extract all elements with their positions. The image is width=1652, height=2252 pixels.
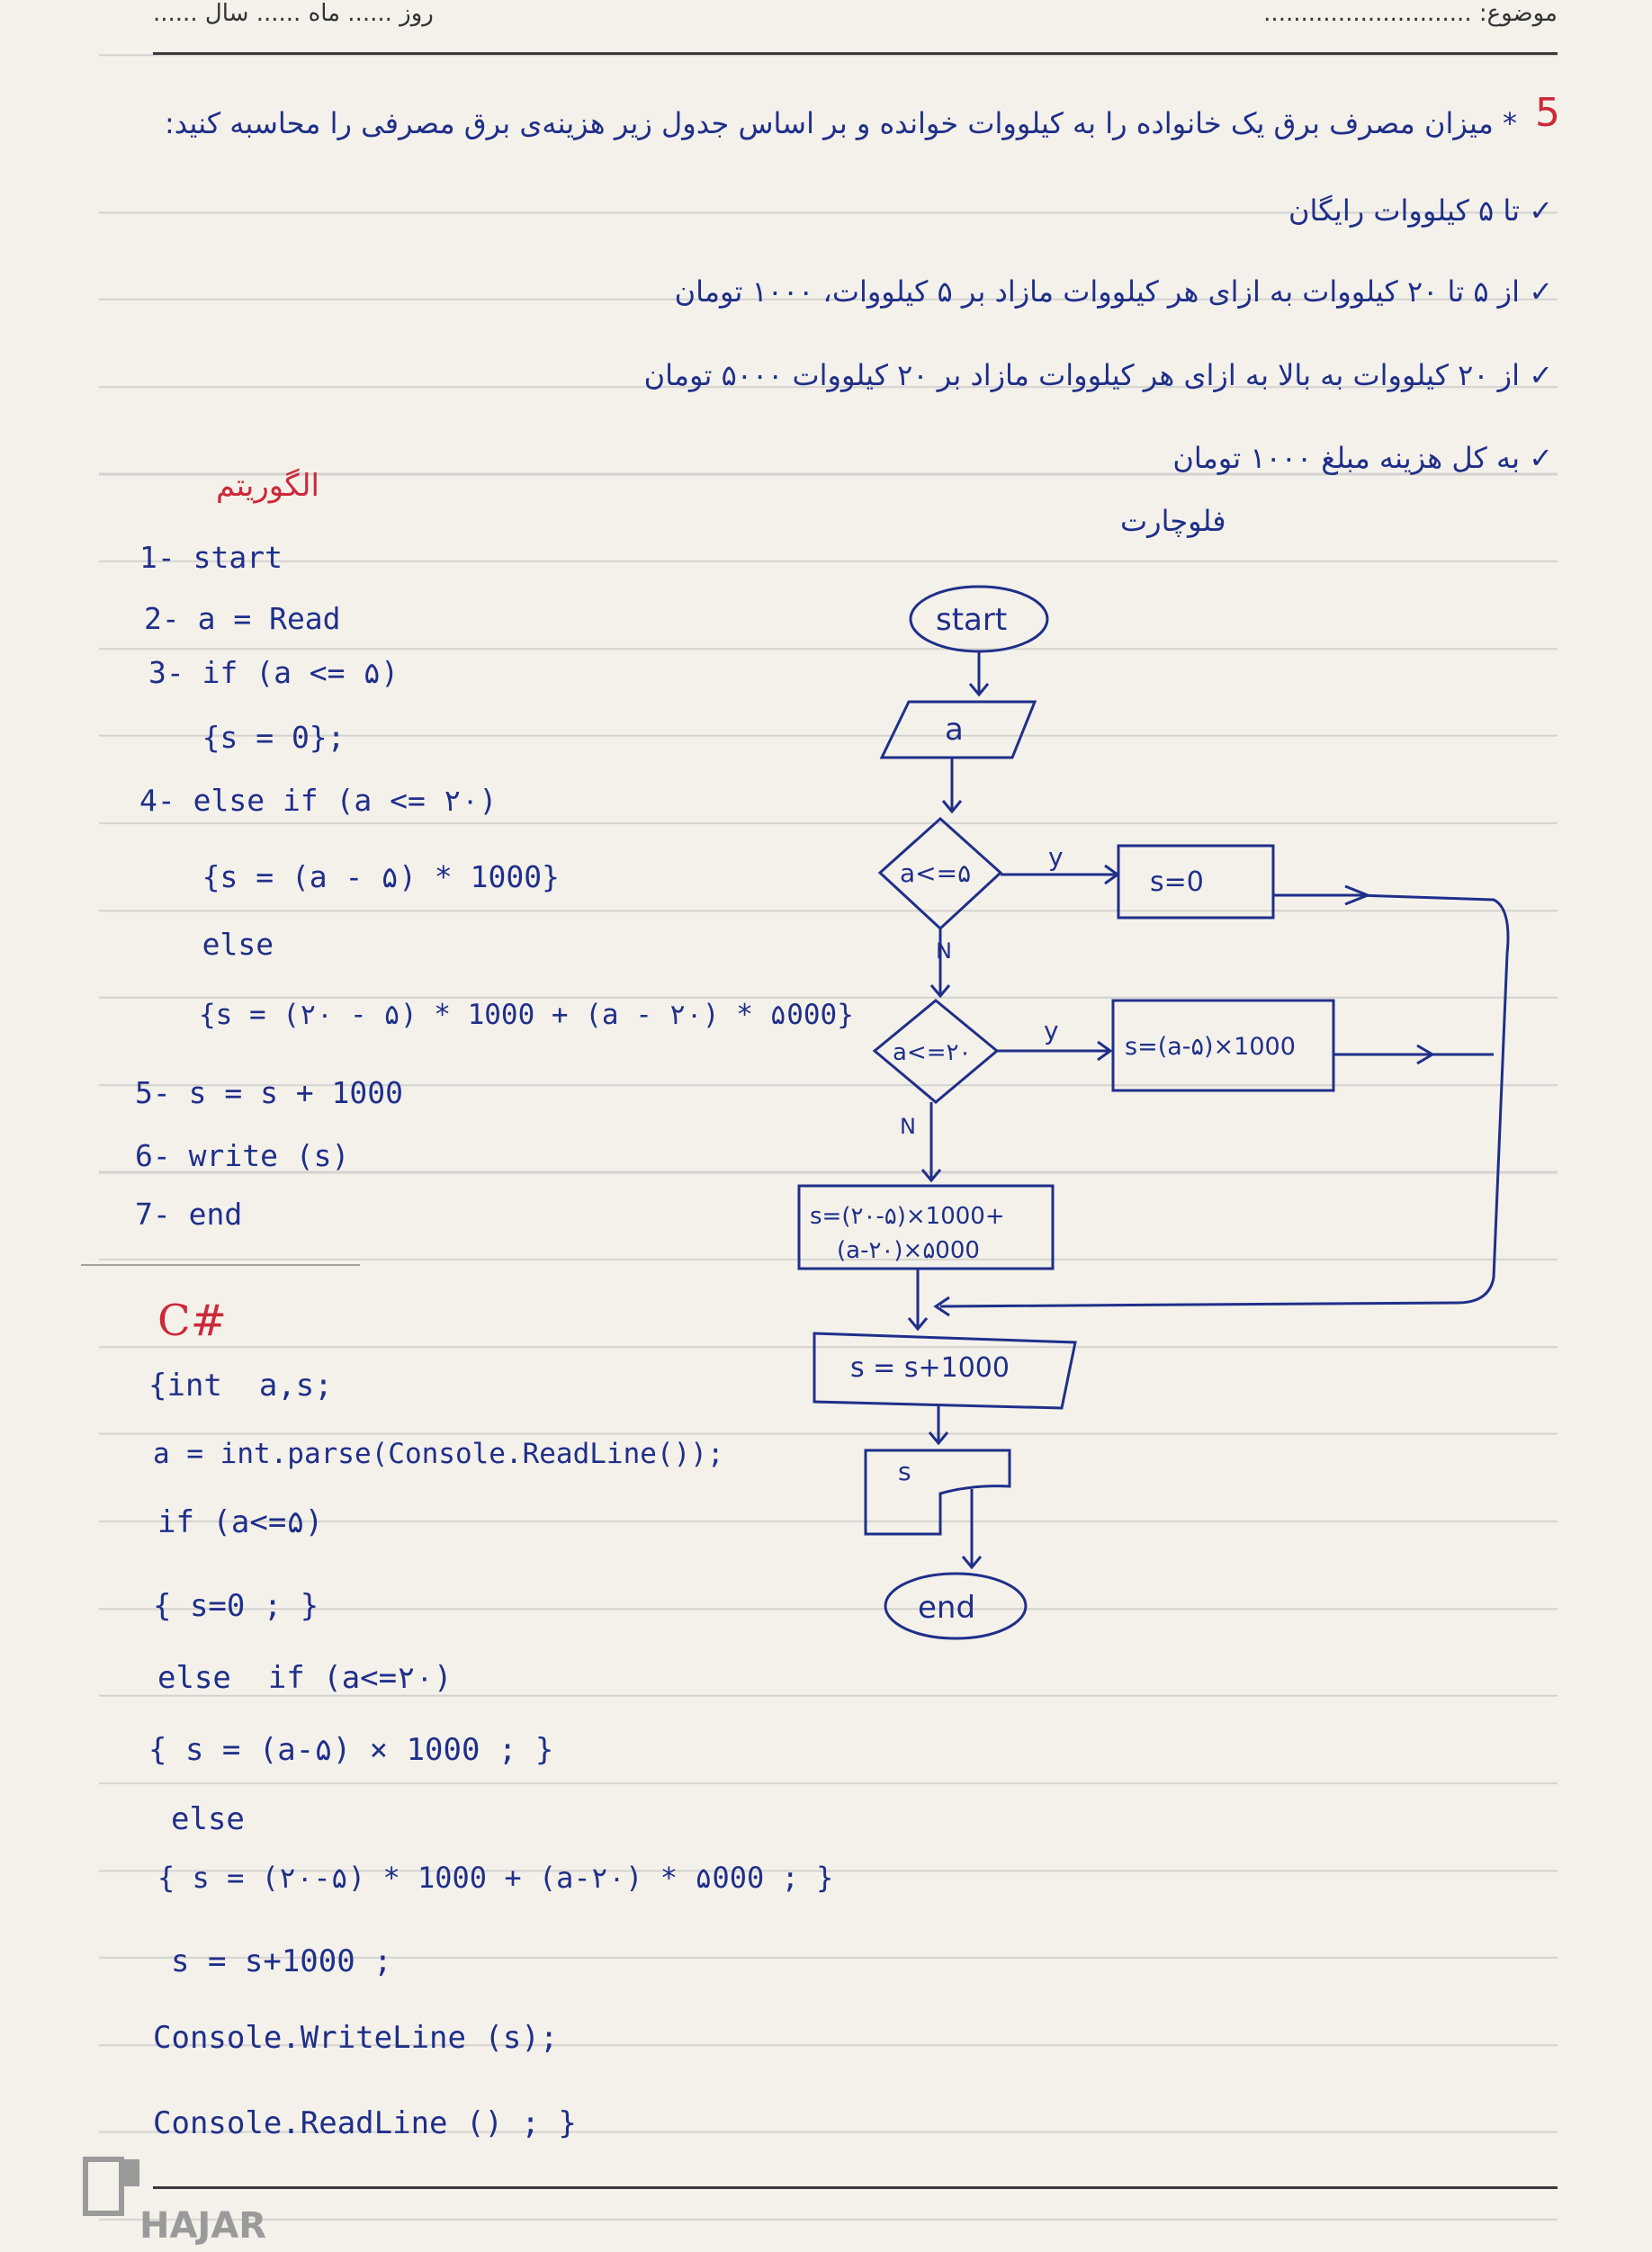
flowchart-title: فلوچارت: [1120, 504, 1226, 538]
process-box-3: [797, 1184, 1055, 1270]
algorithm-line: 3- if (a <= ۵): [148, 655, 400, 690]
output-shape: [864, 1449, 1011, 1536]
algorithm-title: الگوریتم: [216, 468, 319, 504]
date-field: روز ...... ماه ...... سال ......: [153, 0, 434, 27]
process-box-1: [1117, 844, 1275, 920]
rule-item: ✓ از ۵ تا ۲۰ کیلووات به ازای هر کیلووات …: [674, 274, 1553, 309]
code-line: { s = (۲۰-۵) * 1000 + (a-۲۰) * ۵000 ; }: [157, 1861, 834, 1895]
rule-item: ✓ از ۲۰ کیلووات به بالا به ازای هر کیلوو…: [643, 358, 1553, 392]
question-title: * میزان مصرف برق یک خانواده را به کیلووا…: [164, 106, 1517, 140]
footer-divider: [153, 2186, 1558, 2189]
algorithm-line: 4- else if (a <= ۲۰): [139, 783, 498, 818]
process-box-2: [1111, 999, 1335, 1092]
algorithm-line: 2- a = Read: [144, 601, 341, 636]
box4-label: s = s+1000: [850, 1352, 1010, 1384]
algorithm-line: {s = (۲۰ - ۵) * 1000 + (a - ۲۰) * ۵000}: [148, 999, 854, 1031]
process-box-4: [813, 1332, 1077, 1410]
decision2-yes: y: [1044, 1016, 1059, 1045]
code-line: { s = (a-۵) × 1000 ; }: [148, 1732, 554, 1768]
decision2-label: a<=۲۰: [893, 1039, 971, 1066]
algorithm-line: {s = 0};: [148, 720, 346, 755]
algorithm-line: else: [148, 927, 274, 962]
header-divider: [153, 52, 1558, 55]
code-line: else if (a<=۲۰): [157, 1660, 453, 1696]
box3-line1: s=(۲۰-۵)×1000+: [810, 1203, 1005, 1230]
output-label: s: [898, 1457, 911, 1486]
decision1-label: a<=۵: [900, 858, 971, 888]
algorithm-line: {s = (a - ۵) * 1000}: [148, 859, 560, 894]
subject-field: موضوع: ............................: [1263, 0, 1558, 27]
end-terminal: [884, 1572, 1028, 1640]
decision-diamond-2: [872, 999, 1000, 1104]
code-line: if (a<=۵): [157, 1504, 324, 1540]
code-line: Console.ReadLine () ; }: [153, 2105, 577, 2141]
algorithm-line: 5- s = s + 1000: [135, 1075, 404, 1110]
input-label: a: [945, 712, 964, 748]
decision1-yes: y: [1048, 842, 1064, 872]
algorithm-line: 6- write (s): [135, 1138, 350, 1173]
decision2-no: N: [900, 1114, 916, 1139]
brand-text: HAJAR: [139, 2205, 266, 2245]
algorithm-line: 1- start: [139, 540, 283, 575]
section-divider: [81, 1264, 360, 1266]
box1-label: s=0: [1150, 866, 1204, 898]
code-line: a = int.parse(Console.ReadLine());: [153, 1438, 724, 1470]
csharp-title: C#: [157, 1296, 227, 1346]
input-parallelogram: [879, 700, 1037, 759]
algorithm-line: 7- end: [135, 1197, 243, 1232]
start-label: start: [936, 602, 1007, 638]
question-number: 5: [1535, 90, 1560, 136]
box2-label: s=(a-۵)×1000: [1125, 1033, 1296, 1061]
code-line: else: [171, 1801, 245, 1837]
brand-logo: HAJAR: [76, 2155, 328, 2247]
code-line: s = s+1000 ;: [171, 1943, 392, 1979]
ruled-lines: [99, 0, 1558, 2252]
rule-item: ✓ تا ۵ کیلووات رایگان: [1288, 193, 1553, 228]
code-line: Console.WriteLine (s);: [153, 2020, 559, 2056]
rule-item: ✓ به کل هزینه مبلغ ۱۰۰۰ تومان: [1172, 441, 1553, 475]
code-line: {int a,s;: [148, 1368, 333, 1404]
end-label: end: [918, 1590, 975, 1626]
box3-line2: (a-۲۰)×۵000: [837, 1237, 980, 1264]
decision1-no: N: [936, 938, 952, 964]
code-line: { s=0 ; }: [153, 1588, 319, 1624]
